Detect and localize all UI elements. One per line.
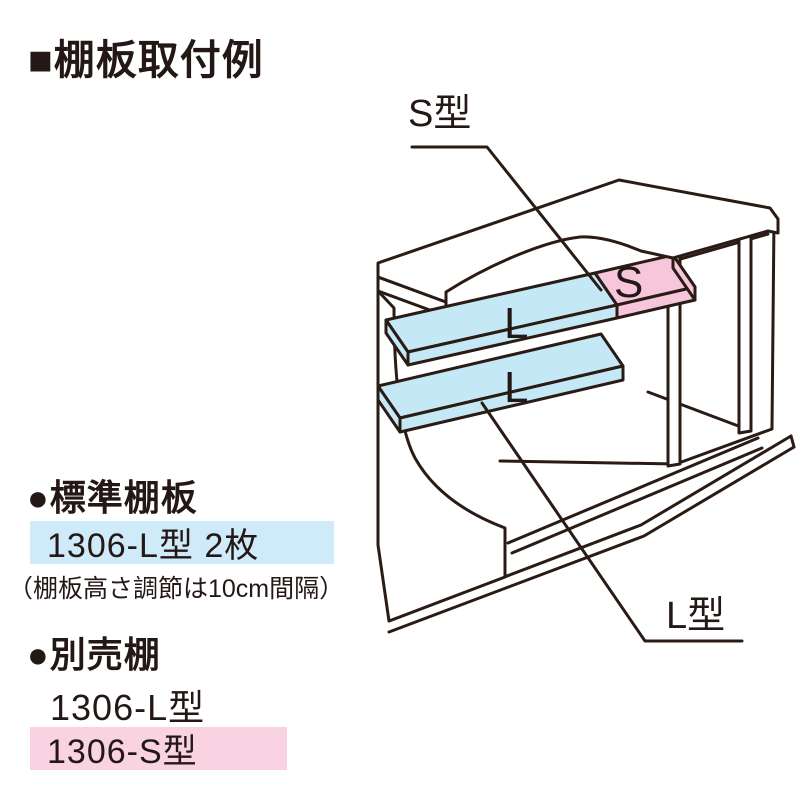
callout-s-type: S型: [408, 93, 471, 135]
floor-right-edge: [674, 427, 774, 466]
leader-line-s: [410, 145, 603, 292]
floor-front-rail-top: [506, 436, 760, 545]
shelf-s: [593, 253, 697, 320]
shelf-letter-s: S: [614, 258, 643, 307]
floor-left-edge: [498, 459, 678, 466]
shelf-height-note: （棚板高さ調節は10cm間隔）: [8, 575, 345, 603]
base-rail-bottom: [387, 445, 796, 634]
back-right-post: [737, 224, 753, 435]
right-corner-edge: [770, 217, 776, 430]
roof: [376, 178, 780, 304]
shelf-l-lower: [376, 332, 625, 434]
shelf-letter-l-upper: L: [504, 299, 528, 348]
optional-item-s: 1306-S型: [47, 733, 198, 771]
base-rail-cap: [789, 434, 796, 449]
shelf-l-upper-end: [384, 318, 410, 367]
optional-shelf-heading: ●別売棚: [27, 634, 161, 675]
floor-front-rail-bottom: [510, 446, 764, 555]
optional-shelf-highlight: 1306-S型: [30, 727, 287, 771]
optional-item-l: 1306-L型: [50, 687, 206, 728]
leader-line-l: [480, 401, 744, 643]
standard-shelf-item: 1306-L型 2枚: [47, 527, 260, 565]
callout-l-type: L型: [666, 595, 725, 637]
left-wall-panel: [376, 289, 507, 623]
standard-shelf-highlight: 1306-L型 2枚: [30, 521, 334, 565]
floor-back-edge: [646, 390, 743, 429]
shelf-s-end: [671, 253, 697, 302]
shelf-letter-l-lower: L: [504, 363, 528, 412]
page-title: ■棚板取付例: [28, 37, 264, 83]
standard-shelf-heading: ●標準棚板: [27, 477, 198, 518]
shelf-l-lower-end: [376, 384, 402, 434]
